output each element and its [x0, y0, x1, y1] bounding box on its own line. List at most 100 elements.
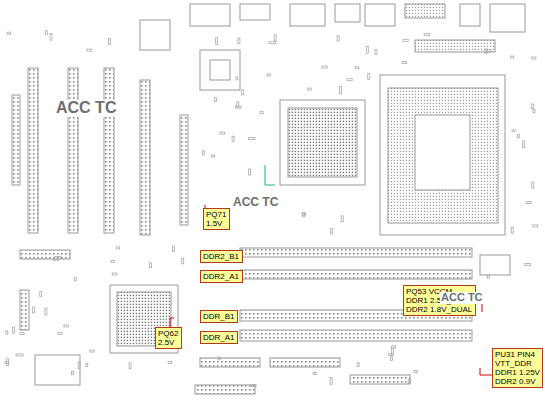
smd-part: [487, 50, 491, 52]
callout-box: DDR2_B1: [200, 250, 243, 263]
smd-part: [111, 260, 114, 262]
callout-text: 1.5V: [206, 219, 227, 228]
smd-part: [532, 57, 536, 59]
smd-part: [526, 202, 531, 204]
smd-part: [340, 87, 342, 94]
smd-part: [232, 136, 234, 141]
smd-part: [330, 378, 332, 385]
smd-part: [238, 38, 240, 44]
smd-part: [533, 225, 538, 227]
smd-part: [218, 357, 220, 360]
callout-text: DDR_B1: [203, 312, 235, 321]
smd-part: [408, 379, 410, 383]
callout-box: PQ711.5V: [203, 208, 230, 230]
smd-part: [248, 138, 255, 140]
smd-part: [129, 363, 131, 369]
smd-part: [220, 132, 225, 134]
smd-part: [533, 109, 535, 113]
smd-part: [357, 363, 359, 367]
callout-box: PQ622.5V: [155, 327, 182, 349]
watermark: ACC TC: [232, 196, 279, 209]
smd-part: [74, 278, 76, 281]
smd-part: [308, 88, 312, 90]
smd-part: [235, 106, 241, 108]
smd-part: [512, 130, 515, 132]
smd-part: [211, 155, 215, 157]
smd-part: [403, 39, 408, 41]
callout-text: 2.5V: [158, 338, 179, 347]
callout-text: DDR2_B1: [203, 252, 240, 261]
smd-part: [78, 362, 80, 369]
smd-part: [45, 308, 47, 315]
callout-text: DDR_A1: [203, 333, 235, 342]
smd-part: [54, 258, 59, 260]
smd-part: [274, 35, 276, 41]
smd-part: [50, 33, 52, 40]
smd-part: [7, 359, 9, 366]
smd-part: [414, 371, 418, 373]
smd-part: [532, 104, 534, 109]
smd-part: [64, 325, 69, 327]
smd-part: [87, 49, 92, 51]
smd-part: [236, 77, 238, 80]
smd-part: [16, 354, 23, 356]
callout-text: DDR2_A1: [203, 272, 240, 281]
watermark: ACC TC: [440, 292, 484, 304]
smd-part: [116, 247, 119, 249]
board-outline: [12, 4, 525, 394]
smd-part: [523, 141, 525, 148]
smd-part: [525, 264, 531, 266]
smd-part: [112, 273, 117, 275]
smd-part: [182, 258, 184, 264]
smd-part: [269, 42, 276, 44]
smd-part: [532, 182, 534, 188]
smd-part: [13, 327, 15, 333]
smd-part: [33, 307, 35, 313]
smd-part: [330, 229, 332, 234]
smd-part: [45, 31, 47, 35]
smd-part: [368, 73, 370, 79]
smd-part: [337, 36, 339, 41]
callout-text: PQ62: [158, 329, 179, 338]
smd-part: [214, 98, 216, 102]
smd-part: [518, 135, 520, 138]
smd-part: [511, 227, 513, 233]
callout-text: PQ71: [206, 210, 227, 219]
smd-part: [7, 32, 10, 34]
smd-part: [485, 49, 487, 54]
callout-box: DDR_B1: [200, 310, 238, 323]
smd-part: [58, 333, 62, 335]
leader-line: [170, 205, 493, 375]
callout-text: DDR2 0.9V: [495, 377, 540, 386]
smd-part: [71, 372, 73, 375]
smd-part: [355, 67, 359, 69]
smd-part: [375, 49, 377, 54]
callout-text: VTT_DDR: [495, 359, 540, 368]
smd-part: [341, 216, 343, 222]
smd-part: [90, 350, 94, 352]
smd-part: [249, 169, 251, 175]
smd-part: [260, 112, 263, 114]
smd-part: [6, 331, 8, 334]
smd-part: [303, 212, 305, 216]
callout-text: DDR2 1.8V_DUAL: [406, 305, 473, 314]
smd-part: [402, 62, 407, 64]
smd-part: [173, 246, 175, 252]
smd-part: [322, 66, 328, 68]
callout-box: DDR2_A1: [200, 270, 243, 283]
callout-text: PU31 PIN4: [495, 350, 540, 359]
callout-box: DDR_A1: [200, 331, 238, 344]
smd-part: [366, 46, 368, 53]
callout-text: DDR1 1.25V: [495, 368, 540, 377]
smd-part: [487, 275, 489, 278]
smd-part: [267, 74, 270, 76]
callout-box: PU31 PIN4VTT_DDRDDR1 1.25VDDR2 0.9V: [492, 348, 543, 388]
smd-part: [40, 292, 42, 297]
smd-part: [251, 385, 256, 387]
smd-part: [511, 56, 514, 58]
smd-part: [391, 348, 393, 355]
smd-part: [392, 346, 396, 348]
smd-part: [242, 90, 244, 95]
smd-part: [390, 357, 392, 361]
smd-part: [86, 363, 88, 367]
